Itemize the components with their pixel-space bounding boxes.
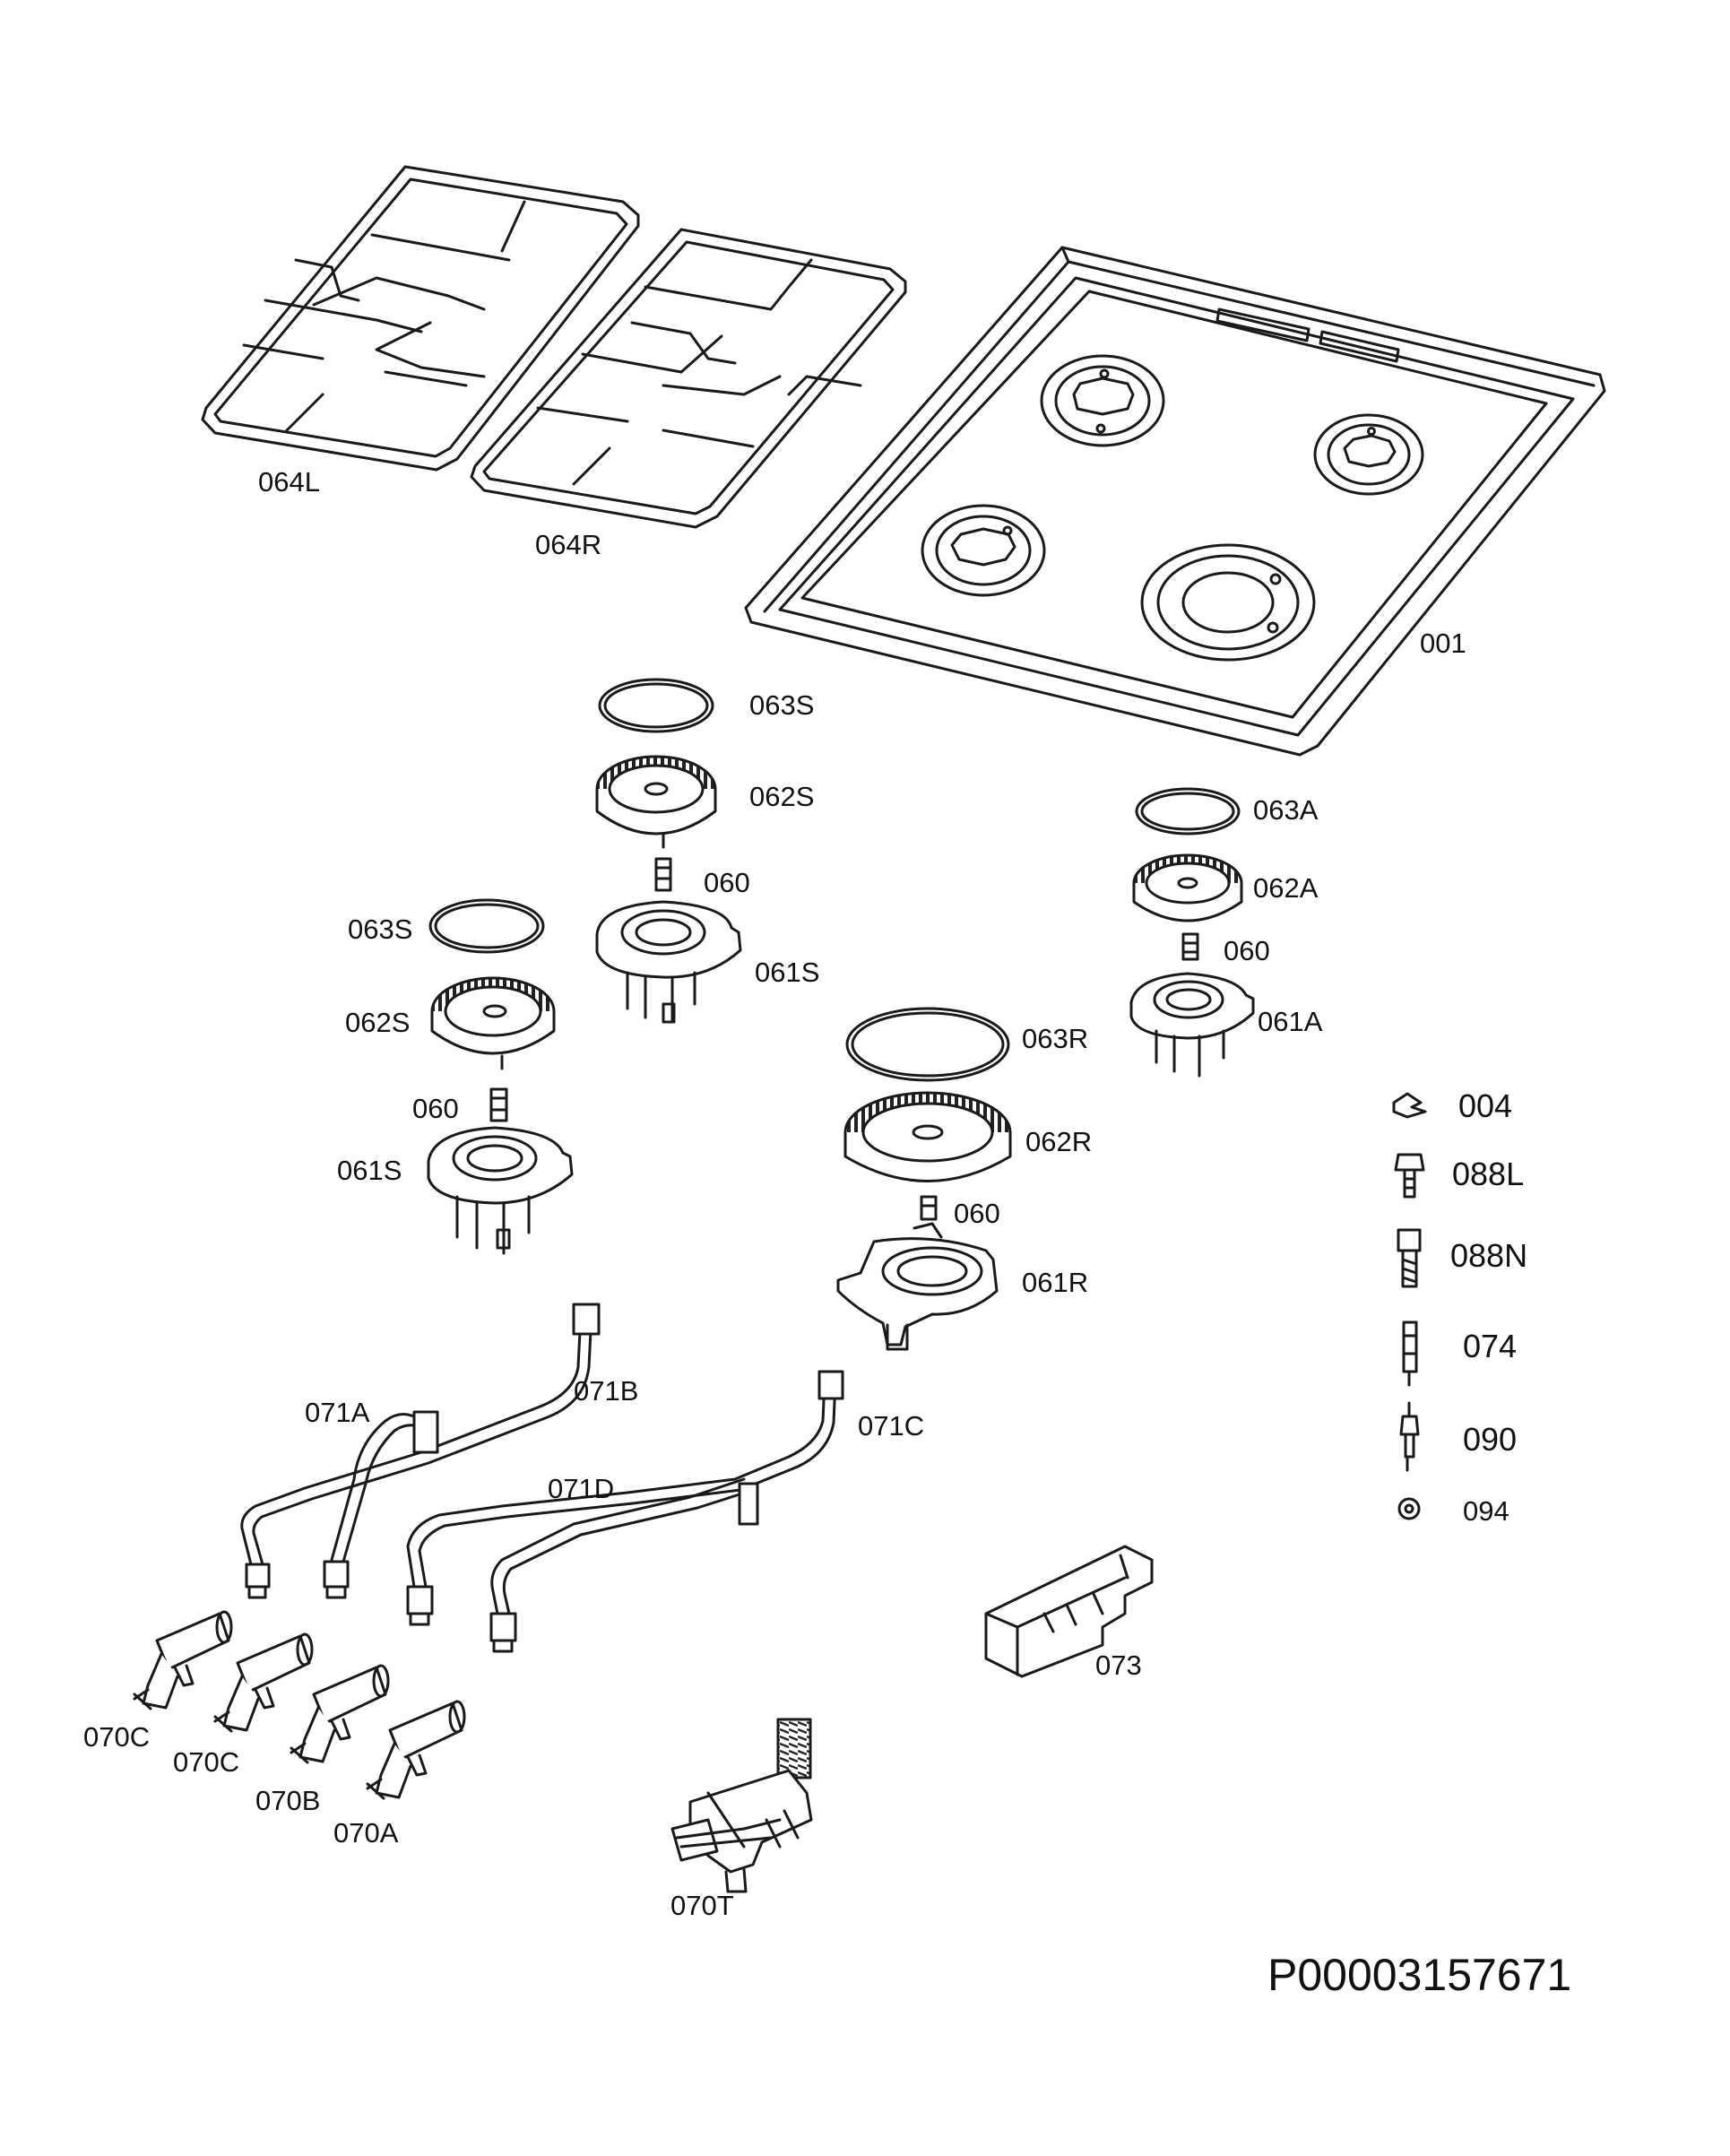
small-parts (1392, 1092, 1427, 1520)
label-063S-upper: 063S (749, 689, 815, 721)
label-061A: 061A (1258, 1006, 1323, 1037)
label-061S-lower: 061S (337, 1155, 402, 1186)
label-062S-upper: 062S (749, 781, 815, 812)
burner-upper-s (595, 678, 742, 1024)
label-062A: 062A (1253, 872, 1319, 904)
label-062R: 062R (1025, 1126, 1093, 1157)
label-001: 001 (1420, 628, 1466, 659)
label-060-rapid: 060 (954, 1198, 1000, 1229)
label-071A: 071A (305, 1397, 370, 1428)
label-061S-upper: 061S (755, 957, 820, 988)
label-071D: 071D (548, 1473, 615, 1504)
label-064R: 064R (535, 529, 602, 560)
gas-taps (133, 1610, 466, 1800)
pan-support-right (470, 228, 907, 529)
burner-auxiliary (1129, 787, 1255, 1078)
hob-top-panel (744, 246, 1606, 757)
label-070A: 070A (333, 1817, 399, 1849)
label-070C-second: 070C (173, 1746, 240, 1778)
label-004: 004 (1458, 1087, 1513, 1124)
ignition-generator (984, 1545, 1154, 1678)
burner-rapid (836, 1007, 1012, 1351)
label-071C: 071C (858, 1410, 925, 1442)
label-063S-lower: 063S (348, 913, 413, 945)
label-070C-first: 070C (83, 1721, 151, 1753)
pan-support-left (201, 165, 640, 472)
gas-pipes (240, 1303, 844, 1653)
label-074: 074 (1463, 1328, 1518, 1364)
label-060-aux: 060 (1224, 935, 1270, 966)
label-063A: 063A (1253, 794, 1319, 826)
label-094: 094 (1463, 1495, 1509, 1527)
label-070T: 070T (670, 1890, 734, 1921)
document-number: P00003157671 (1267, 1950, 1572, 2000)
label-064L: 064L (258, 466, 320, 498)
label-071B: 071B (574, 1375, 639, 1407)
label-073: 073 (1095, 1649, 1142, 1681)
label-088L: 088L (1452, 1156, 1525, 1192)
label-088N: 088N (1450, 1237, 1528, 1274)
label-090: 090 (1463, 1421, 1518, 1458)
thermostat-tap (670, 1718, 813, 1893)
label-070B: 070B (255, 1785, 321, 1816)
label-062S-lower: 062S (345, 1007, 411, 1038)
label-060-upper: 060 (704, 867, 750, 898)
burner-lower-s (427, 898, 574, 1255)
label-063R: 063R (1022, 1023, 1089, 1054)
label-061R: 061R (1022, 1267, 1089, 1298)
label-060-lower: 060 (412, 1093, 459, 1124)
